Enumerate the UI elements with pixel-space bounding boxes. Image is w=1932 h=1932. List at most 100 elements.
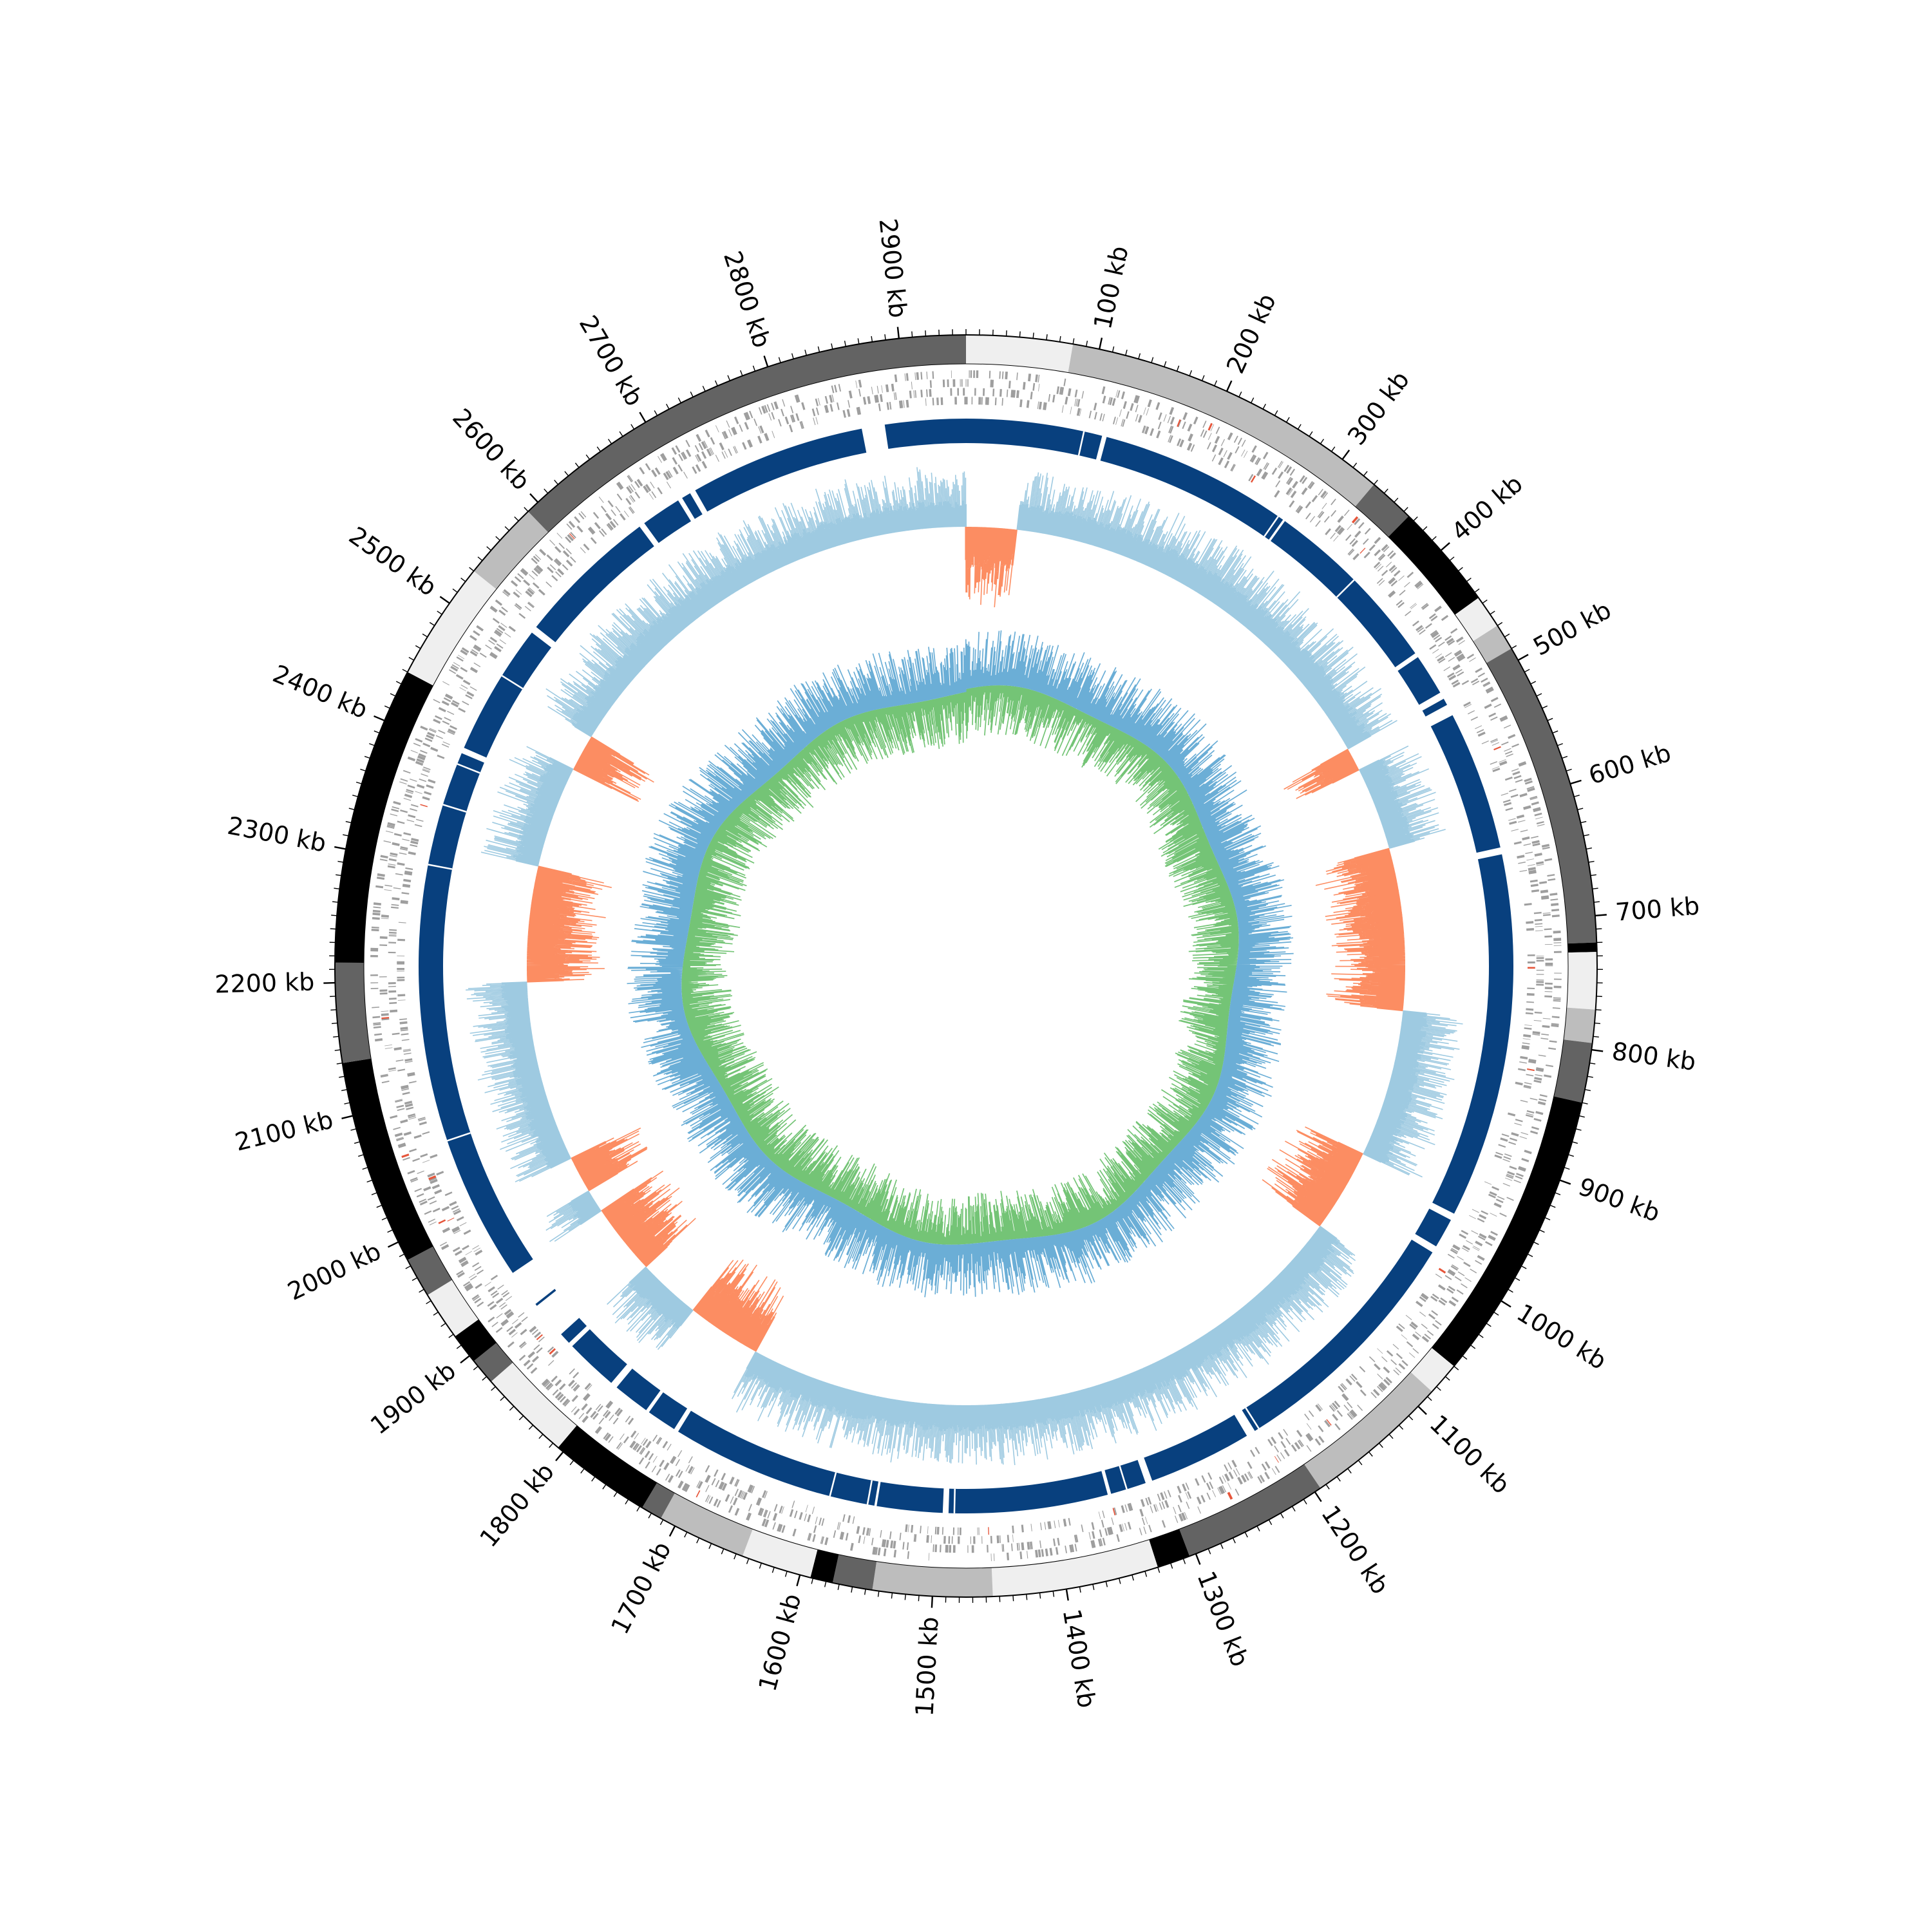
gene-feature (1531, 840, 1540, 844)
gene-feature (1363, 551, 1370, 559)
synteny-block (884, 419, 966, 450)
minor-tick (486, 546, 491, 551)
gene-feature (372, 916, 380, 920)
gene-feature (500, 1319, 508, 1325)
gene-feature (1547, 874, 1555, 877)
gene-feature (395, 1099, 402, 1101)
synteny-block (1242, 1239, 1433, 1432)
gene-feature (404, 870, 413, 875)
gene-feature (1521, 1157, 1530, 1162)
gene-feature (408, 1117, 417, 1120)
gene-feature (1377, 1386, 1383, 1392)
gene-feature (645, 484, 652, 492)
gene-feature (1187, 1491, 1192, 1499)
gene-feature (697, 1481, 703, 1489)
gene-feature (553, 560, 560, 567)
gene-feature (607, 500, 614, 507)
karyotype-band (661, 1493, 753, 1557)
gene-feature (1222, 1475, 1226, 1482)
synteny-block (695, 428, 867, 512)
gene-feature (549, 539, 556, 546)
minor-tick (851, 1586, 853, 1593)
gene-feature (1504, 776, 1513, 781)
minor-tick (1182, 1558, 1186, 1564)
gene-feature (1373, 562, 1381, 569)
gene-feature (1124, 1522, 1128, 1531)
position-label: 1800 kb (474, 1457, 560, 1552)
gene-feature (373, 909, 381, 911)
minor-tick (1368, 1451, 1373, 1457)
gene-feature (1155, 1504, 1159, 1511)
gene-feature (1155, 402, 1160, 410)
gene-feature (388, 998, 397, 1000)
gene-feature (1430, 630, 1437, 636)
gene-feature (795, 413, 800, 421)
gene-feature (459, 687, 467, 692)
minor-tick (1555, 1192, 1561, 1195)
gene-feature (583, 1393, 590, 1401)
minor-tick (440, 1323, 446, 1327)
gene-feature (458, 707, 466, 713)
minor-tick (696, 1537, 700, 1544)
gene-feature (495, 1298, 504, 1304)
gene-feature (667, 481, 672, 489)
gene-feature (1213, 445, 1217, 453)
major-tick (1517, 654, 1529, 661)
major-tick (1501, 1300, 1511, 1308)
gene-feature (430, 1153, 437, 1157)
gene-feature (442, 1228, 451, 1233)
gene-feature (454, 1250, 462, 1256)
gene-feature (397, 938, 405, 942)
gene-feature (1511, 829, 1519, 831)
karyotype-band (1304, 1372, 1432, 1488)
gene-feature (459, 1222, 467, 1227)
gene-feature (907, 1524, 909, 1533)
gene-feature (890, 1540, 894, 1549)
gene-feature (1406, 571, 1414, 578)
gene-feature (1101, 1520, 1104, 1528)
gene-feature (1392, 1343, 1399, 1350)
gene-feature (964, 397, 967, 404)
gene-feature (375, 1038, 383, 1042)
minor-tick (817, 346, 820, 352)
gene-feature (1523, 843, 1531, 846)
gene-feature (747, 1513, 752, 1521)
minor-tick (871, 336, 873, 342)
gene-feature (839, 1531, 843, 1540)
gene-feature (397, 999, 406, 1001)
gene-feature (1512, 771, 1520, 775)
minor-tick (1580, 820, 1587, 824)
gene-feature (1435, 653, 1443, 658)
minor-tick (399, 1253, 405, 1257)
gene-feature (399, 1018, 407, 1021)
gene-feature (393, 833, 402, 837)
gene-feature (1243, 451, 1248, 458)
gene-feature (1527, 1068, 1535, 1072)
synteny-seam (1119, 1465, 1128, 1490)
gene-feature (1534, 1077, 1542, 1081)
gene-feature (388, 934, 397, 936)
gene-feature (1452, 664, 1460, 670)
gene-feature (645, 463, 651, 471)
gene-feature (417, 1170, 424, 1174)
gene-feature (1261, 1463, 1267, 1471)
gene-feature (881, 1539, 885, 1548)
gene-feature (1475, 725, 1482, 730)
minor-tick (509, 1406, 515, 1411)
minor-tick (1285, 417, 1290, 423)
gene-feature (529, 587, 535, 593)
gene-feature (1210, 424, 1215, 431)
position-label: 1100 kb (1424, 1409, 1515, 1499)
gene-feature (1430, 630, 1439, 638)
gene-feature (1466, 1240, 1473, 1245)
gene-feature (571, 1406, 577, 1413)
gene-feature (1531, 885, 1539, 887)
gene-feature (656, 1468, 661, 1476)
gene-feature (957, 1527, 959, 1535)
gene-feature (1214, 435, 1220, 444)
gene-feature (1145, 1497, 1150, 1506)
gene-feature (1390, 1359, 1397, 1365)
gene-feature (452, 1208, 460, 1213)
minor-tick (1208, 1548, 1211, 1555)
gene-feature (961, 379, 963, 387)
